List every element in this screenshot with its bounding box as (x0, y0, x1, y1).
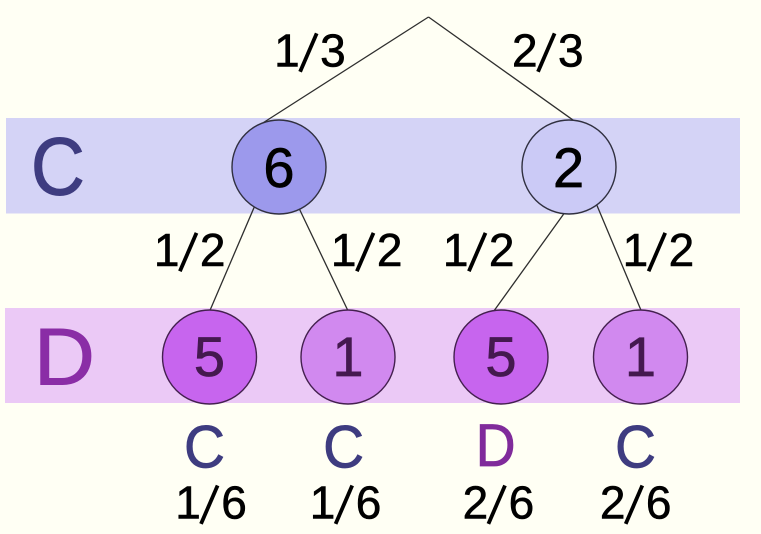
svg-text:C: C (323, 414, 364, 481)
svg-text:6: 6 (263, 136, 294, 199)
svg-text:C: C (615, 414, 656, 481)
svg-text:C: C (31, 122, 85, 213)
svg-text:6: 6 (509, 477, 535, 529)
svg-text:6: 6 (221, 477, 247, 529)
svg-text:1: 1 (310, 477, 336, 529)
svg-text:2: 2 (377, 224, 403, 276)
svg-text:6: 6 (356, 477, 382, 529)
svg-text:C: C (184, 414, 225, 481)
svg-text:D: D (34, 313, 95, 403)
svg-text:5: 5 (485, 325, 516, 388)
svg-text:2: 2 (463, 477, 489, 529)
svg-text:1: 1 (443, 224, 469, 276)
svg-text:1: 1 (274, 25, 300, 77)
svg-text:1: 1 (175, 477, 201, 529)
svg-text:2: 2 (600, 477, 626, 529)
svg-text:1: 1 (331, 224, 357, 276)
svg-text:2: 2 (200, 224, 226, 276)
svg-text:2: 2 (489, 224, 515, 276)
svg-text:1: 1 (332, 325, 363, 388)
svg-text:6: 6 (646, 477, 672, 529)
svg-text:3: 3 (320, 25, 346, 77)
svg-text:5: 5 (194, 325, 225, 388)
svg-text:1: 1 (625, 325, 656, 388)
svg-text:1: 1 (623, 224, 649, 276)
svg-text:2: 2 (553, 136, 584, 199)
svg-text:D: D (476, 412, 516, 479)
svg-text:3: 3 (558, 25, 584, 77)
svg-text:2: 2 (512, 25, 538, 77)
svg-text:1: 1 (154, 224, 180, 276)
svg-text:2: 2 (669, 224, 695, 276)
